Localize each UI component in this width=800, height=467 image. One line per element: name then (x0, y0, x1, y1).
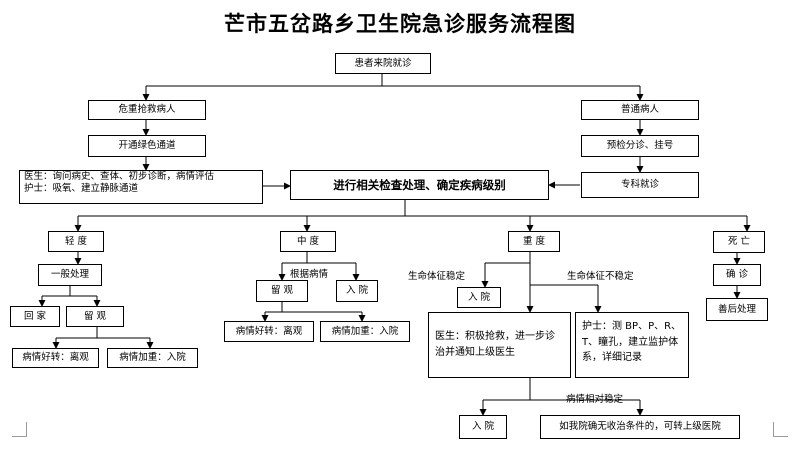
nurse-monitor-box: 护士：测 BP、P、R、T、瞳孔，建立监护体系，详细记录 (575, 312, 689, 378)
relatively-stable-label: 病情相对稳定 (566, 394, 624, 405)
severe-level-box: 重 度 (508, 231, 560, 252)
vital-signs-stable-label: 生命体征稳定 (408, 271, 466, 282)
go-home-box: 回 家 (10, 306, 60, 327)
nurse-duties: 护士：吸氧、建立静脉通道 (24, 182, 139, 194)
admit-box-severe: 入 院 (457, 287, 501, 308)
critical-patient-box: 危重抢救病人 (88, 100, 206, 120)
page-corner-mark (12, 422, 27, 437)
moderate-improved-box: 病情好转：离观 (224, 321, 314, 342)
moderate-level-box: 中 度 (280, 231, 336, 252)
vital-signs-unstable-label: 生命体征不稳定 (567, 271, 634, 282)
doctor-duties: 医生：询问病史、查体、初步诊断，病情评估 (24, 171, 215, 182)
mild-improved-box: 病情好转：离观 (12, 348, 99, 368)
observation-box-mild: 留 观 (66, 306, 124, 327)
specialist-box: 专科就诊 (581, 172, 699, 198)
admit-box-moderate: 入 院 (336, 280, 378, 302)
moderate-worsened-box: 病情加重：入院 (320, 321, 410, 342)
green-channel-box: 开通绿色通道 (88, 135, 206, 157)
transfer-box: 如我院确无收治条件的，可转上级医院 (540, 415, 740, 439)
by-condition-label: 根据病情 (290, 269, 329, 280)
general-treatment-box: 一般处理 (38, 264, 102, 286)
doctor-nurse-box: 医生：询问病史、查体、初步诊断，病情评估 护士：吸氧、建立静脉通道 (19, 170, 263, 204)
doctor-rescue-box: 医生：积极抢救，进一步诊治并通知上级医生 (428, 312, 571, 378)
mild-worsened-box: 病情加重：入院 (107, 348, 198, 368)
page-title: 芒市五岔路乡卫生院急诊服务流程图 (224, 11, 576, 36)
mild-level-box: 轻 度 (48, 231, 104, 252)
aftercare-box: 善后处理 (706, 298, 768, 321)
triage-box: 预检分诊、挂号 (581, 135, 699, 157)
confirm-diagnosis-box: 确 诊 (713, 264, 761, 286)
start-box: 患者来院就诊 (335, 53, 431, 74)
death-box: 死 亡 (713, 231, 765, 253)
observation-box-moderate: 留 观 (256, 280, 308, 302)
page-corner-mark (773, 422, 788, 437)
exam-classify-box: 进行相关检查处理、确定疾病级别 (290, 170, 549, 200)
admit-box-final: 入 院 (459, 415, 507, 439)
normal-patient-box: 普通病人 (581, 100, 699, 120)
